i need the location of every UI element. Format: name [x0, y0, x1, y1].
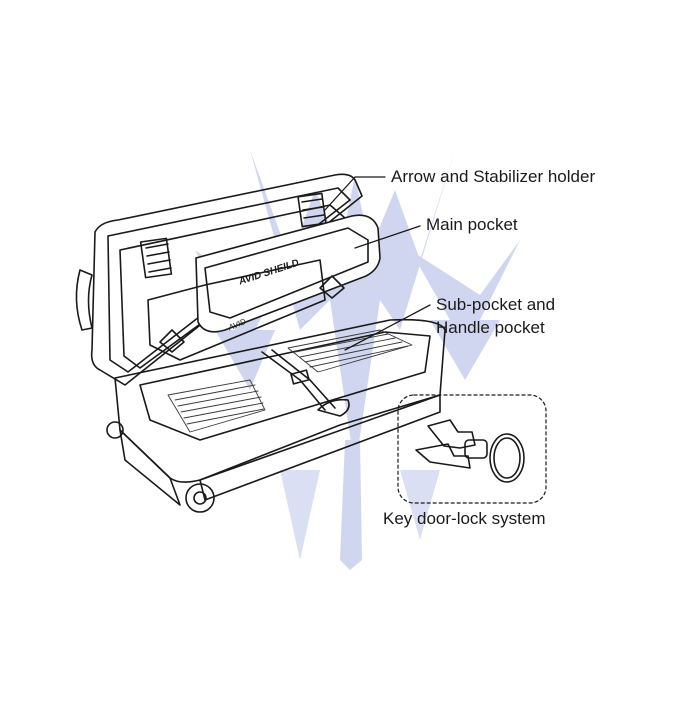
logo-badge — [159, 329, 185, 353]
leader-lines — [324, 176, 431, 351]
handle — [317, 398, 350, 417]
base-side — [119, 429, 181, 506]
callout-sub-pocket-line2: Handle pocket — [436, 317, 545, 337]
side-handle — [75, 269, 93, 331]
arrow-stabilizer-holder — [139, 192, 327, 279]
callout-main-pocket: Main pocket — [426, 215, 518, 234]
key-icon — [415, 419, 525, 483]
case-base — [114, 318, 446, 483]
logo-badge-2 — [319, 275, 345, 299]
wheel-back — [106, 421, 124, 439]
callout-sub-pocket: Sub-pocket and Handle pocket — [436, 294, 555, 340]
callout-arrow-stabilizer-holder: Arrow and Stabilizer holder — [391, 167, 596, 186]
buckle — [290, 369, 310, 385]
key-inset-box — [397, 394, 547, 504]
lid-lower-pocket — [147, 259, 326, 361]
main-pocket — [195, 214, 381, 333]
watermark-logo — [195, 150, 520, 570]
sub-pocket-mesh — [167, 329, 413, 433]
wheel-front — [185, 483, 215, 513]
lid-outer-shell — [90, 173, 363, 386]
base-tray — [139, 331, 431, 441]
callout-sub-pocket-line1: Sub-pocket and — [436, 295, 556, 314]
strap — [261, 351, 326, 411]
callout-key-lock: Key door-lock system — [383, 509, 546, 528]
